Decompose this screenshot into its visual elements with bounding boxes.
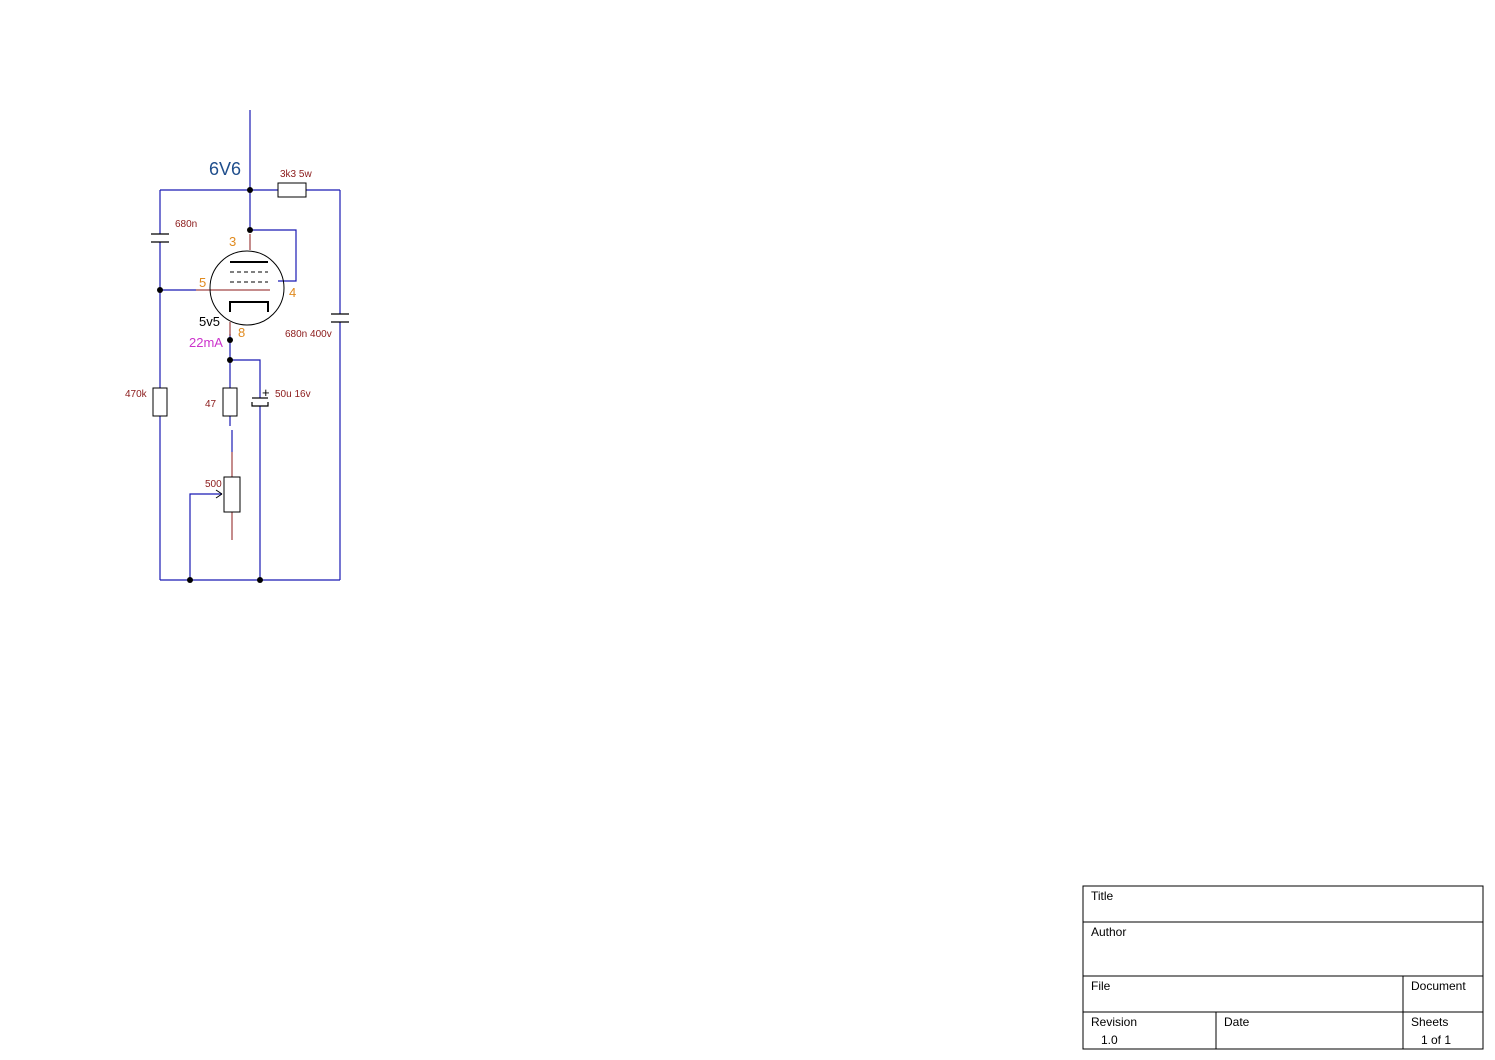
screen-grid-wire [250, 229, 297, 282]
sheets-field-label: Sheets [1411, 1015, 1448, 1029]
junction-dot [247, 187, 253, 193]
file-field-label: File [1091, 979, 1111, 993]
document-field-label: Document [1411, 979, 1466, 993]
pin-8-label: 8 [238, 325, 245, 340]
revision-field-label: Revision [1091, 1015, 1137, 1029]
title-field-label: Title [1091, 889, 1114, 903]
revision-value: 1.0 [1101, 1033, 1118, 1047]
cathode-cap-plus: + [262, 385, 270, 400]
input-capacitor [151, 233, 169, 243]
junction-dot [257, 577, 263, 583]
author-field-label: Author [1091, 925, 1126, 939]
component-leads [196, 234, 270, 540]
pin-3-label: 3 [229, 234, 236, 249]
output-capacitor [331, 313, 349, 323]
anode-resistor-label: 3k3 5w [280, 169, 312, 180]
pot-wiper-arrow-icon [215, 489, 223, 499]
junction-dot [187, 577, 193, 583]
tube-6v6 [209, 250, 285, 326]
wires [159, 110, 341, 581]
title-block: Title Author File Document Revision 1.0 … [1082, 885, 1484, 1050]
junction-dot [227, 357, 233, 363]
anode-resistor [277, 182, 307, 198]
cathode-resistor [222, 387, 238, 417]
grid-resistor [152, 387, 168, 417]
cathode-current-label: 22mA [189, 335, 223, 350]
date-field-label: Date [1224, 1015, 1250, 1029]
cathode-resistor-label: 47 [205, 399, 217, 410]
sheets-value: 1 of 1 [1421, 1033, 1451, 1047]
pot-label: 500 [205, 479, 222, 490]
cathode-capacitor [251, 397, 269, 407]
cathode-voltage-label: 5v5 [199, 314, 220, 329]
tube-name-label: 6V6 [209, 159, 241, 179]
tube-envelope [209, 250, 285, 326]
wiper-wire [189, 493, 222, 580]
cathode-cap-wire [230, 359, 261, 398]
title-block-frame [1082, 885, 1484, 1050]
potentiometer [223, 476, 241, 513]
pin-5-label: 5 [199, 275, 206, 290]
cathode-cap-label: 50u 16v [275, 389, 311, 400]
junction-dot [227, 337, 233, 343]
junction-dot [157, 287, 163, 293]
input-cap-label: 680n [175, 219, 197, 230]
grid-resistor-label: 470k [125, 389, 148, 400]
output-cap-label: 680n 400v [285, 329, 332, 340]
tube-cathode [229, 301, 269, 312]
junction-dot [247, 227, 253, 233]
pin-4-label: 4 [289, 285, 296, 300]
junctions [157, 187, 263, 583]
